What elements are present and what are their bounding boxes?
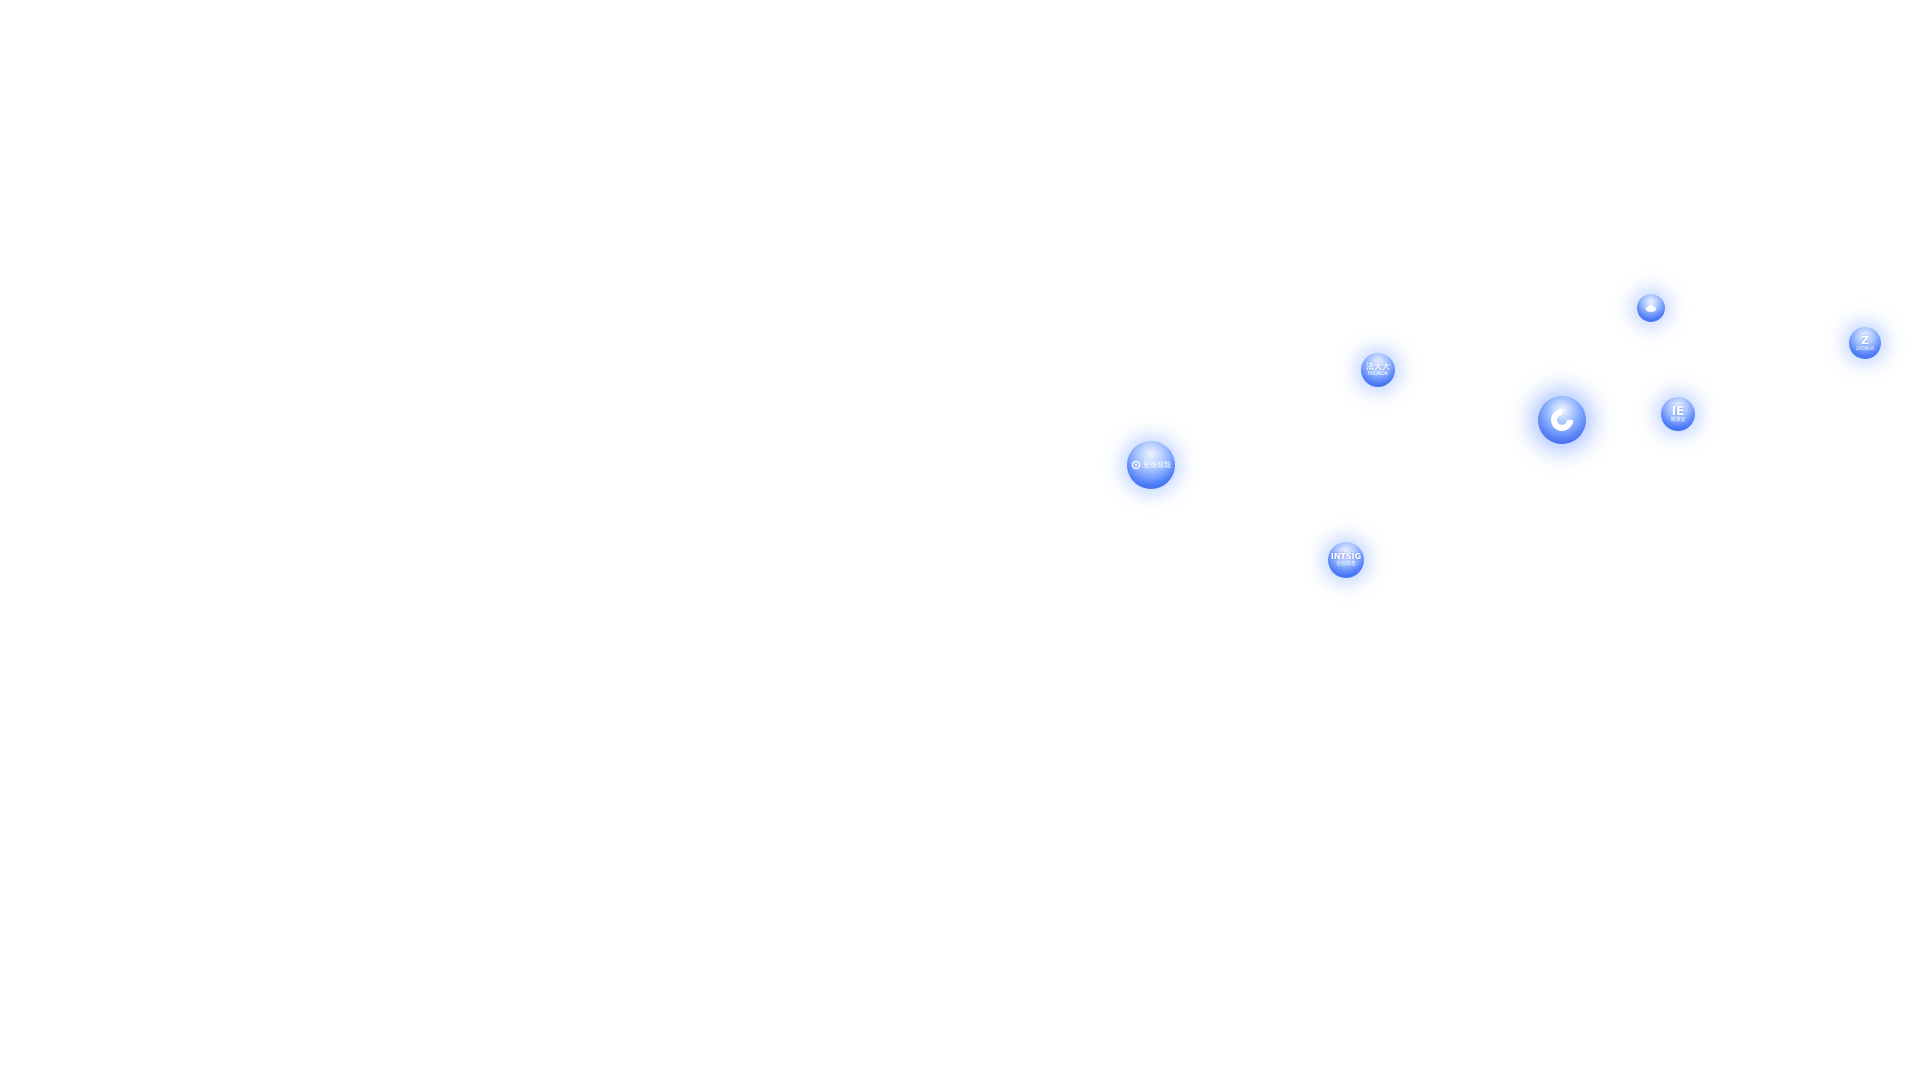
intsig-logo-mark: INTSIG [1330, 552, 1362, 561]
cloud-logo-icon [1645, 304, 1657, 312]
z-logo-sub: ZHONGYI [1855, 346, 1875, 351]
c-logo-bubble[interactable] [1538, 396, 1586, 444]
intsig-logo-bubble[interactable]: INTSIG 合合信息 [1328, 542, 1364, 578]
intsig-logo-sub: 合合信息 [1335, 561, 1356, 567]
ring-logo-label: 思维智能 [1143, 461, 1171, 469]
c-logo-icon [1551, 409, 1573, 431]
ring-logo-bubble[interactable]: 思维智能 [1127, 441, 1175, 489]
cloud-logo-bubble[interactable] [1637, 294, 1665, 322]
z-logo-bubble[interactable]: Z ZHONGYI [1849, 327, 1881, 359]
z-logo-mark: Z [1861, 334, 1869, 347]
jiandaoyun-logo-mark: IE [1671, 404, 1685, 418]
fadada-logo-sub: FADADA [1367, 371, 1389, 377]
fadada-logo-mark: 法大大 [1366, 362, 1390, 371]
fadada-logo-bubble[interactable]: 法大大 FADADA [1361, 353, 1395, 387]
jiandaoyun-logo-bubble[interactable]: IE 简道云 [1661, 397, 1695, 431]
jiandaoyun-logo-sub: 简道云 [1670, 417, 1686, 423]
ring-logo-icon [1131, 460, 1141, 470]
